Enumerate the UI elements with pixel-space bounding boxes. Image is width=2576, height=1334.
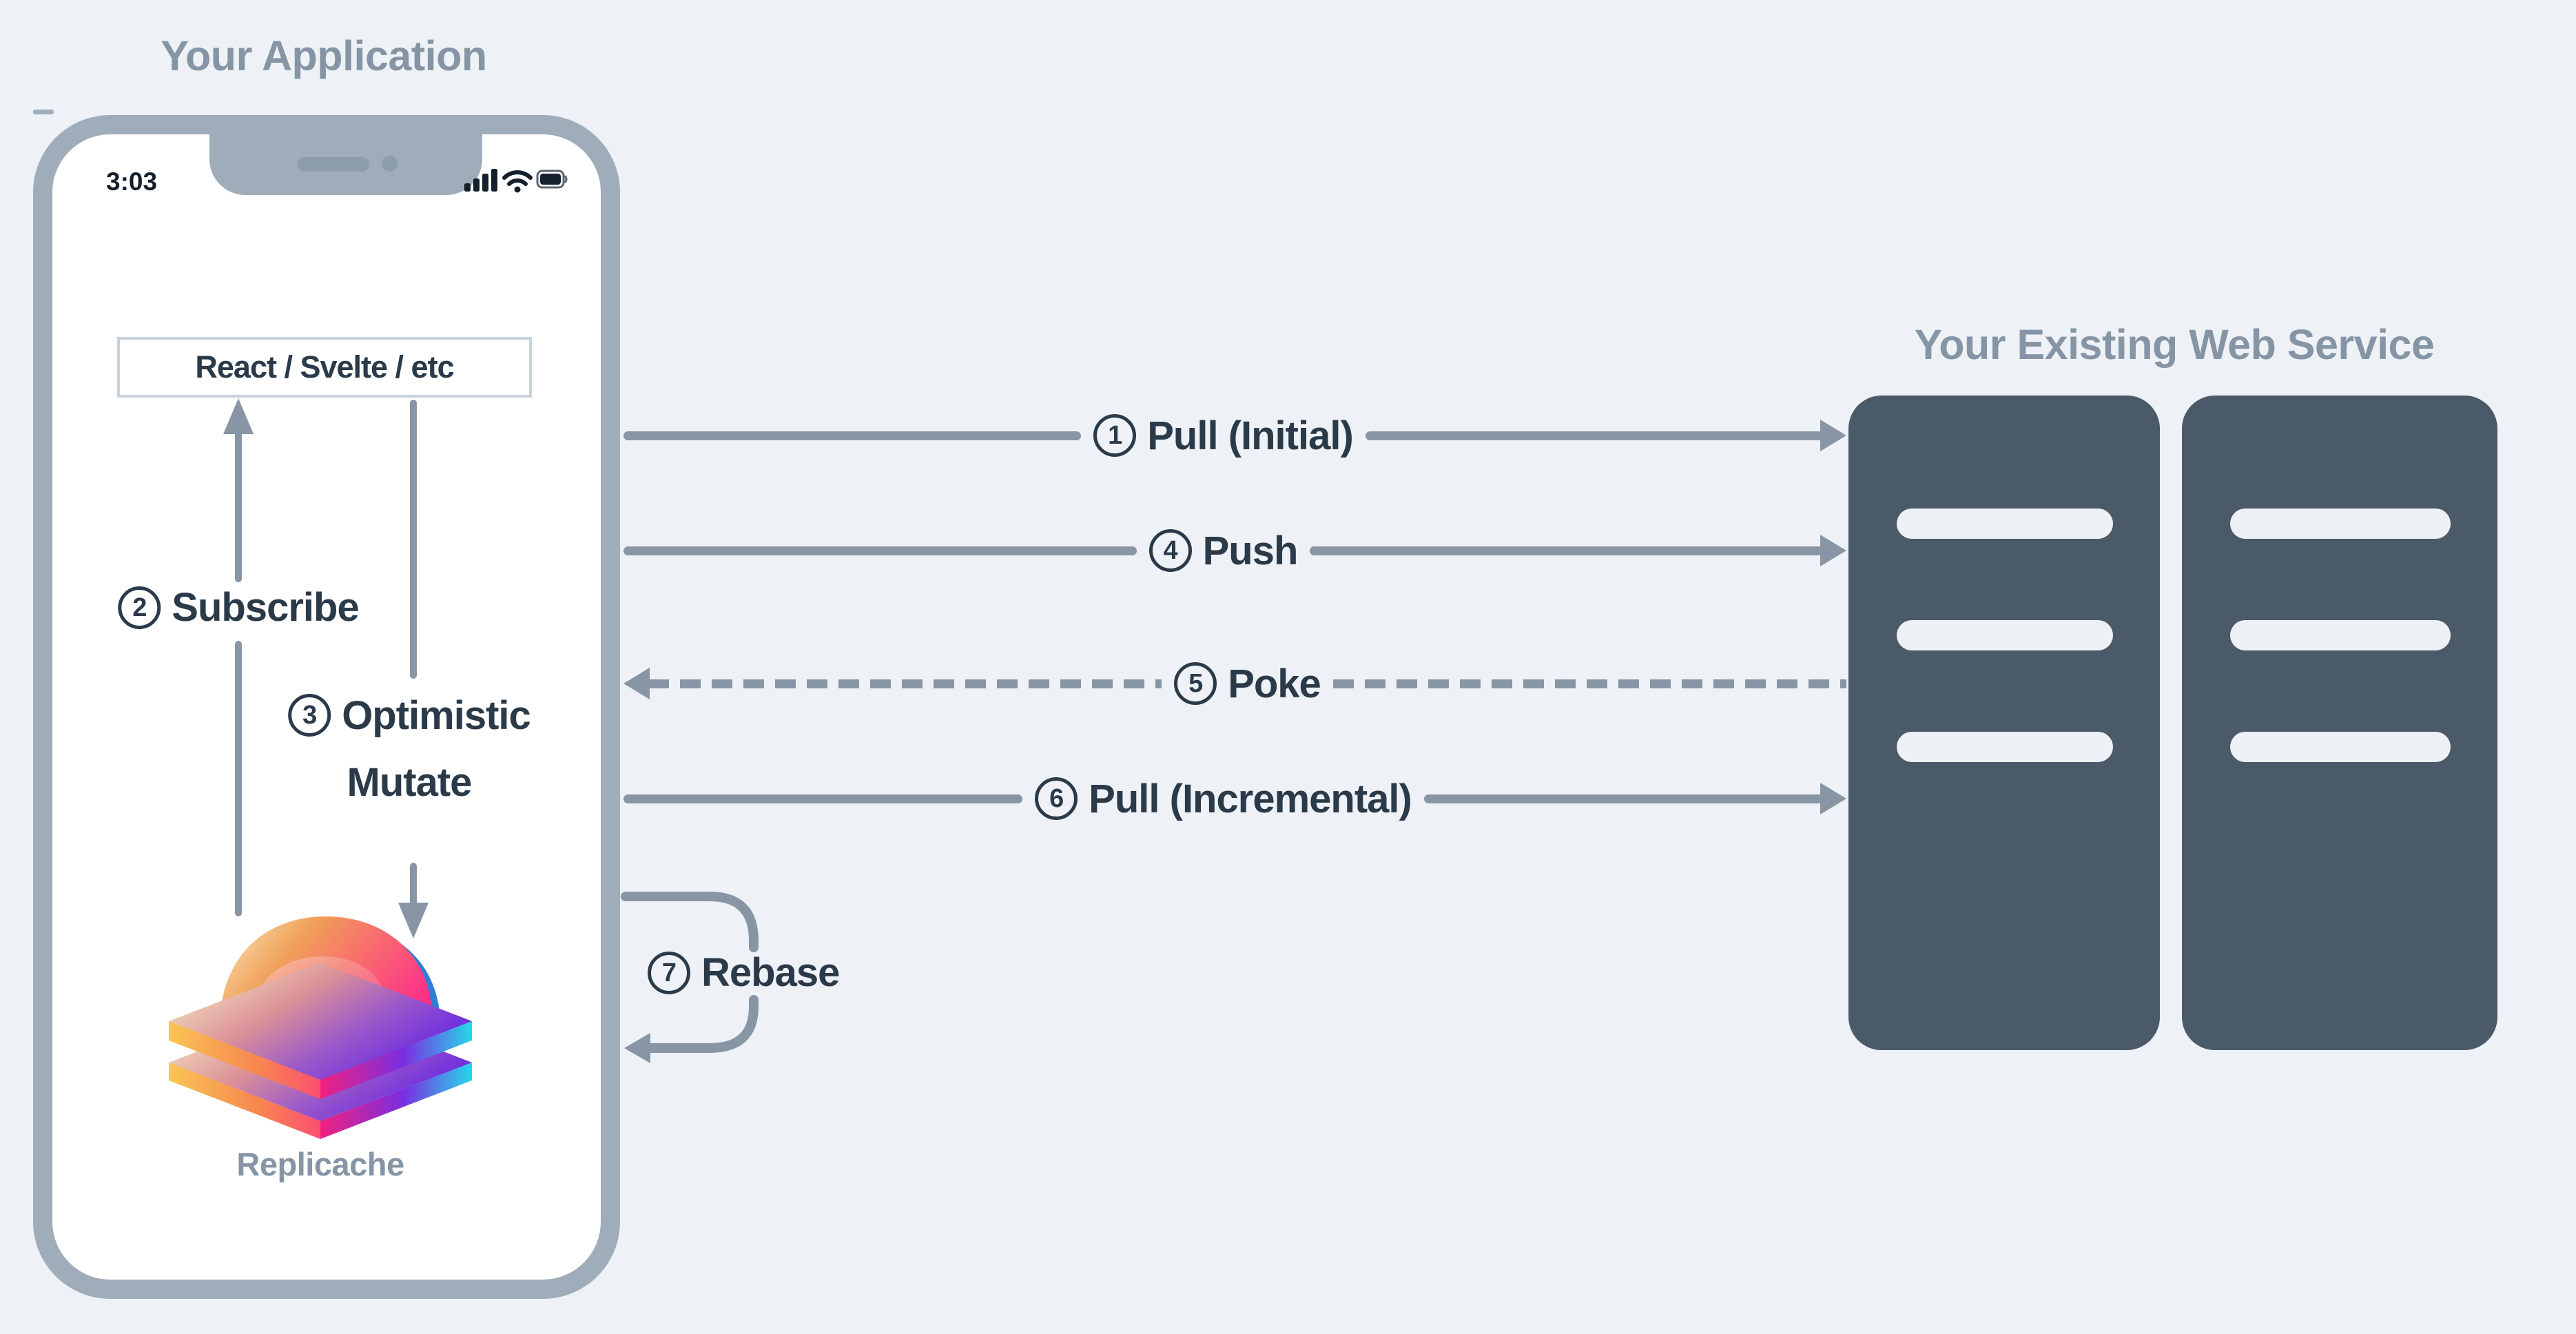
rebase-label: 7 Rebase [648, 950, 840, 996]
server-tower [1848, 396, 2160, 1050]
replicache-logo [169, 916, 472, 1139]
flow-poke: 5 Poke [624, 653, 1847, 715]
ui-framework-label: React / Svelte / etc [195, 349, 454, 384]
step-number-badge: 7 [648, 951, 690, 994]
status-icons [464, 169, 568, 193]
subscribe-label: 2 Subscribe [118, 584, 360, 630]
flow-line-dashed [648, 679, 1162, 688]
stray-dash [33, 110, 54, 114]
subscribe-line-lower [235, 641, 242, 916]
server-slot [1897, 732, 2113, 762]
signal-icon [464, 169, 497, 192]
flow-line [1310, 546, 1823, 555]
step-number-badge: 6 [1035, 777, 1078, 820]
mutate-label-line2: Mutate [347, 760, 473, 805]
subscribe-line-upper [235, 431, 242, 582]
wifi-icon [502, 170, 533, 186]
service-title: Your Existing Web Service [1914, 321, 2435, 368]
flow-label-text: Push [1202, 528, 1299, 573]
step-number-badge: 4 [1148, 529, 1192, 572]
mutate-line-lower [410, 863, 417, 905]
arrowhead-right-icon [1820, 535, 1846, 566]
battery-icon [536, 170, 568, 189]
flow-line [1423, 794, 1823, 803]
server-slot [2230, 509, 2451, 539]
flow-line [1365, 431, 1824, 440]
phone-notch [209, 134, 482, 195]
arrowhead-up-icon [223, 398, 254, 434]
server-slot [1897, 620, 2113, 650]
arrowhead-right-icon [1820, 420, 1847, 451]
arrowhead-down-icon [398, 903, 429, 938]
server-slot [2230, 620, 2451, 650]
ui-framework-box: React / Svelte / etc [117, 337, 532, 398]
speaker-icon [298, 157, 369, 172]
step-number-badge: 5 [1174, 662, 1217, 705]
status-time: 3:03 [106, 167, 158, 196]
arrowhead-left-icon [624, 668, 650, 699]
rebase-loop-arrow [621, 892, 759, 1063]
subscribe-label-text: Subscribe [172, 585, 359, 630]
flow-label-text: Pull (Initial) [1147, 413, 1354, 458]
flow-pull-incremental: 6 Pull (Incremental) [624, 768, 1846, 830]
mutate-line-upper [410, 400, 417, 679]
server-slot [2230, 732, 2451, 762]
server-slot [1897, 509, 2113, 539]
logo-caption: Replicache [236, 1146, 404, 1182]
flow-line [624, 431, 1082, 440]
mutate-label: 3 Optimistic Mutate [288, 689, 531, 809]
flow-label-text: Pull (Incremental) [1089, 776, 1412, 821]
camera-icon [382, 156, 398, 172]
application-title: Your Application [161, 32, 487, 79]
flow-line [624, 794, 1023, 803]
arrowhead-right-icon [1820, 783, 1846, 814]
flow-pull-initial: 1 Pull (Initial) [624, 404, 1847, 466]
mutate-label-line1: Optimistic [342, 692, 531, 738]
step-number-badge: 2 [118, 586, 161, 629]
flow-label-text: Poke [1228, 661, 1321, 706]
arrowhead-left-icon [624, 1033, 650, 1063]
step-number-badge: 3 [288, 694, 331, 737]
flow-label-text: Rebase [701, 950, 840, 995]
flow-push: 4 Push [624, 520, 1846, 582]
step-number-badge: 1 [1093, 414, 1137, 457]
wifi-dot [514, 186, 521, 193]
flow-line [624, 546, 1137, 555]
flow-line-dashed [1332, 679, 1847, 688]
server-tower [2182, 396, 2497, 1050]
